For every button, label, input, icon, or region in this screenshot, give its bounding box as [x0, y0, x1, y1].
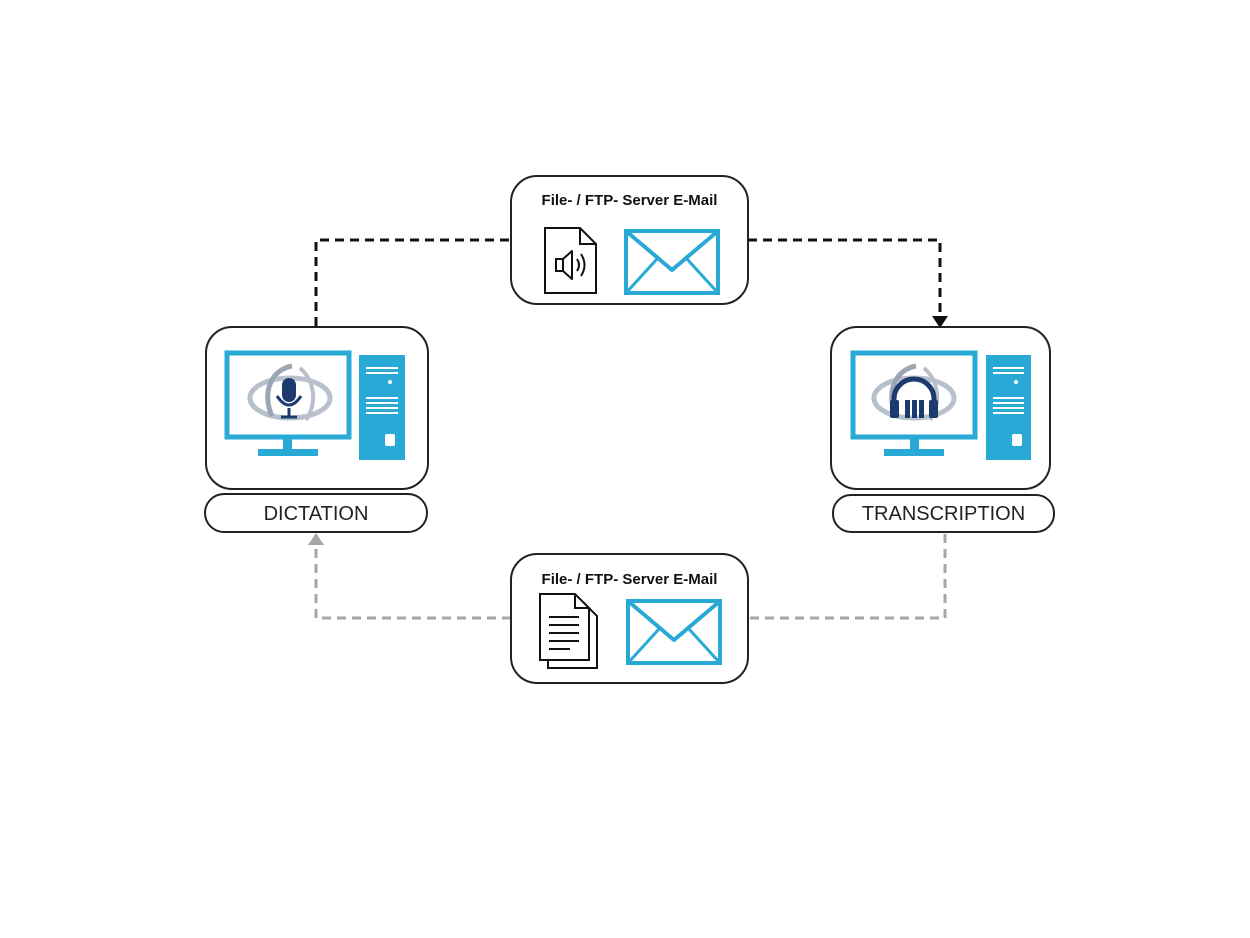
microphone-icon — [275, 378, 303, 419]
arrowhead-down — [932, 316, 948, 328]
envelope-icon — [626, 599, 722, 665]
transcription-node — [830, 326, 1051, 490]
tower-icon — [359, 355, 405, 460]
audio-file-icon — [544, 227, 597, 294]
dictation-label-pill: DICTATION — [204, 493, 428, 533]
tower-icon — [986, 355, 1031, 460]
outgoing-connector — [314, 238, 948, 328]
dictation-app-logo — [247, 363, 333, 422]
outgoing-hub: File- / FTP- Server E-Mail — [510, 175, 749, 305]
transcription-app-logo — [871, 363, 957, 422]
envelope-icon — [624, 229, 720, 295]
return-hub-title: File- / FTP- Server E-Mail — [542, 571, 718, 588]
dictation-label: DICTATION — [264, 503, 369, 525]
text-document-icon — [539, 593, 598, 669]
outgoing-hub-title: File- / FTP- Server E-Mail — [542, 192, 718, 209]
transcription-label: TRANSCRIPTION — [862, 503, 1025, 525]
dictation-node — [205, 326, 429, 490]
return-connector — [308, 533, 947, 620]
arrowhead-up — [308, 533, 324, 545]
headphones-icon — [890, 376, 938, 418]
return-hub: File- / FTP- Server E-Mail — [510, 553, 749, 684]
transcription-label-pill: TRANSCRIPTION — [832, 494, 1055, 533]
